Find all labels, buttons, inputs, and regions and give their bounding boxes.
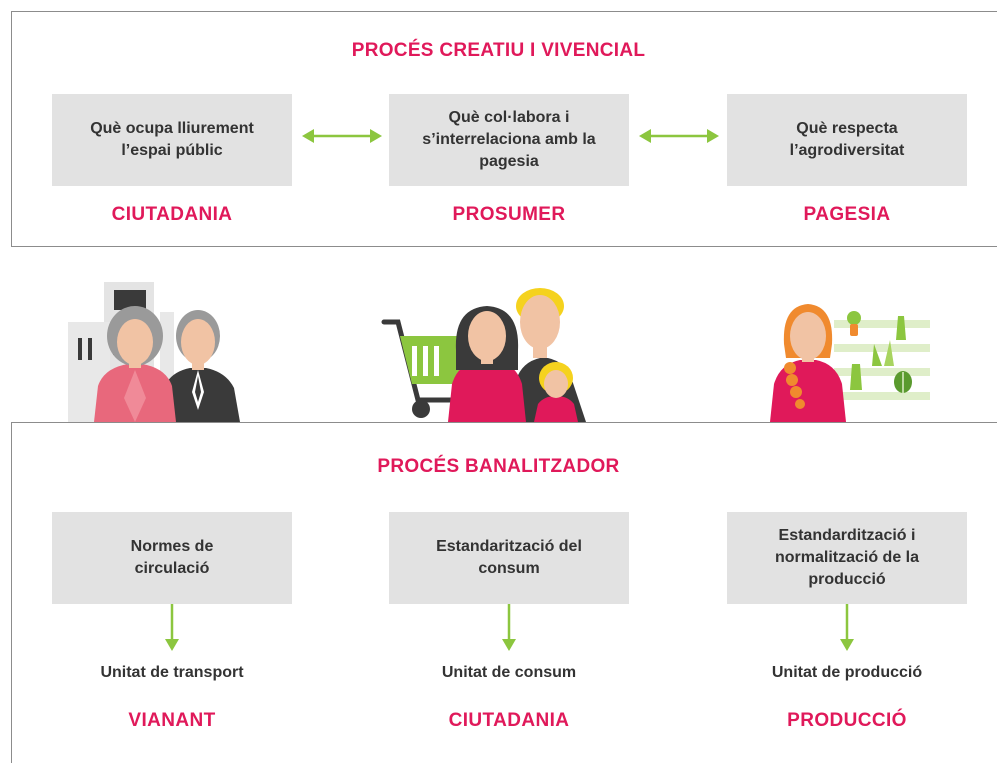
box-text: Què col·labora i s’interrelaciona amb la… — [422, 109, 596, 170]
down-arrow-left — [165, 604, 179, 651]
box-collaborates-with-farmers: Què col·labora i s’interrelaciona amb la… — [389, 94, 629, 186]
unit-consumption: Unitat de consum — [441, 664, 577, 681]
double-arrow-right — [639, 129, 719, 143]
family-shopping-icon — [381, 288, 586, 422]
creative-process-title: PROCÉS CREATIU I VIVENCIAL — [351, 40, 646, 61]
elderly-couple-icon — [68, 282, 240, 422]
box-traffic-rules: Normes de circulació — [52, 512, 292, 604]
box-text: Què ocupa lliurement l’espai públic — [90, 120, 254, 159]
label-prosumer: PROSUMER — [452, 204, 566, 225]
label-citizenship: CIUTADANIA — [111, 204, 233, 225]
unit-transport: Unitat de transport — [100, 664, 244, 681]
box-consumption-standardization: Estandarització del consum — [389, 512, 629, 604]
box-respects-agrodiversity: Què respecta l’agrodiversitat — [727, 94, 967, 186]
farmer-woman-icon — [770, 304, 930, 422]
box-occupies-public-space: Què ocupa lliurement l’espai públic — [52, 94, 292, 186]
down-arrow-middle — [502, 604, 516, 651]
down-arrow-right — [840, 604, 854, 651]
unit-production: Unitat de producció — [771, 664, 923, 681]
label-pedestrian: VIANANT — [128, 710, 216, 731]
box-text: Què respecta l’agrodiversitat — [789, 120, 905, 159]
label-citizenship-bottom: CIUTADANIA — [448, 710, 570, 731]
box-text: Normes de circulació — [130, 538, 214, 577]
box-text: Estandardització i normalització de la p… — [774, 527, 920, 588]
double-arrow-left — [302, 129, 382, 143]
box-text: Estandarització del consum — [436, 538, 582, 577]
box-production-standardization: Estandardització i normalització de la p… — [727, 512, 967, 604]
label-production: PRODUCCIÓ — [787, 710, 907, 731]
banalizing-process-title: PROCÉS BANALITZADOR — [377, 456, 620, 477]
label-farmers: PAGESIA — [803, 204, 891, 225]
